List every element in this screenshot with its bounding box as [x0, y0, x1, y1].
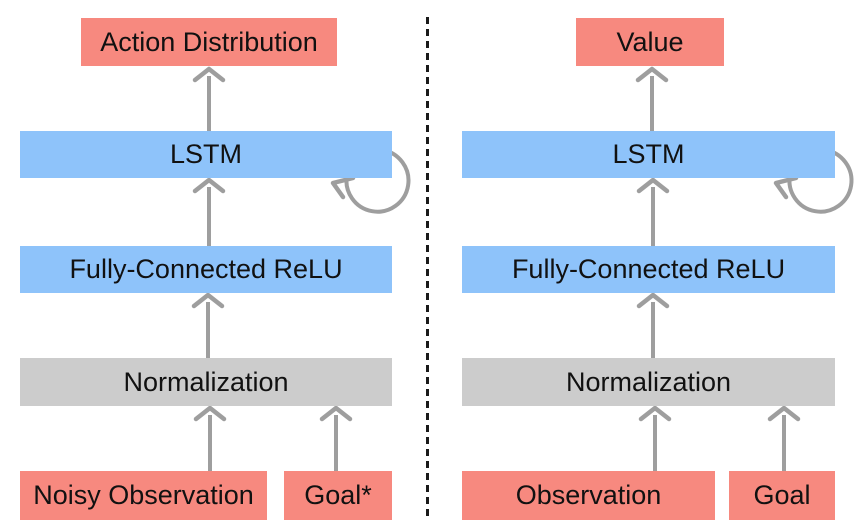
value-box: Value: [576, 18, 724, 66]
up-arrow: [191, 292, 225, 358]
lstm-box: LSTM: [462, 131, 835, 178]
noisy-observation-box: Noisy Observation: [20, 471, 267, 520]
normalization-box: Normalization: [462, 358, 835, 406]
recurrent-loop-icon: [773, 148, 854, 214]
lstm-box: LSTM: [20, 131, 392, 178]
up-arrow: [635, 66, 669, 131]
fully-connected-relu-box: Fully-Connected ReLU: [20, 246, 392, 293]
action-distribution-box: Action Distribution: [81, 18, 337, 66]
up-arrow: [636, 177, 670, 246]
recurrent-loop-icon: [330, 148, 411, 214]
up-arrow: [192, 177, 226, 246]
up-arrow: [767, 405, 801, 471]
up-arrow: [636, 292, 670, 358]
up-arrow: [193, 405, 227, 471]
fully-connected-relu-box: Fully-Connected ReLU: [462, 246, 835, 293]
observation-box: Observation: [462, 471, 715, 520]
up-arrow: [192, 66, 226, 131]
goal-star-box: Goal*: [284, 471, 392, 520]
up-arrow: [638, 405, 672, 471]
normalization-box: Normalization: [20, 358, 392, 406]
goal-box: Goal: [729, 471, 835, 520]
up-arrow: [319, 405, 353, 471]
